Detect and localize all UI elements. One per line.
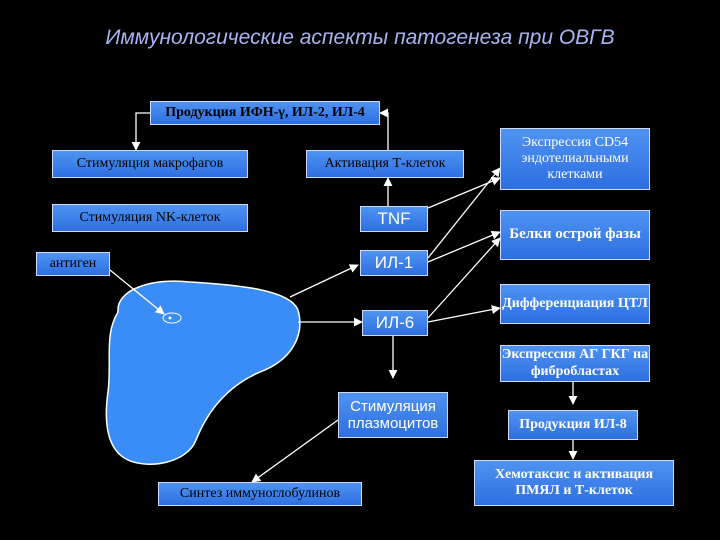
box-tnf: TNF	[360, 206, 428, 232]
box-cd54: Экспрессия CD54 эндотелиальными клетками	[500, 128, 650, 190]
box-il8: Продукция ИЛ-8	[508, 410, 638, 440]
arrow-antigen-liver	[109, 269, 165, 315]
box-macrophage: Стимуляция макрофагов	[52, 150, 248, 178]
box-agkg: Экспрессия АГ ГКГ на фибробластах	[500, 345, 650, 382]
arrow-il1-acute	[427, 230, 501, 263]
arrow-il6-acute	[427, 237, 501, 319]
box-il1: ИЛ-1	[360, 250, 428, 276]
box-il6: ИЛ-6	[362, 310, 428, 336]
box-acute: Белки острой фазы	[500, 210, 650, 260]
arrow-tnf-cd54	[427, 176, 501, 209]
antigen-spot	[162, 312, 182, 324]
arrow-production-macrophage	[131, 112, 150, 151]
page-title: Иммунологические аспекты патогенеза при …	[105, 26, 615, 49]
box-nk: Стимуляция NK-клеток	[52, 204, 248, 232]
box-production: Продукция ИФН-γ, ИЛ-2, ИЛ-4	[150, 101, 380, 125]
box-ctl: Дифференциация ЦТЛ	[500, 284, 650, 324]
box-chemotaxis: Хемотаксис и активация ПМЯЛ и Т-клеток	[474, 460, 674, 506]
arrow-tcell-production	[379, 108, 389, 150]
arrow-plasmocyte-immunoglobulin	[251, 419, 339, 483]
box-antigen: антиген	[36, 252, 110, 276]
box-tcell: Активация Т-клеток	[306, 150, 464, 178]
arrow-liver-il1	[289, 264, 359, 298]
box-plasmocyte: Стимуляция плазмоцитов	[338, 392, 448, 438]
box-immunoglobulin: Синтез иммуноглобулинов	[158, 482, 362, 506]
liver-shape	[105, 280, 301, 465]
arrow-il6-ctl	[427, 305, 501, 323]
arrow-il1-cd54	[427, 167, 501, 259]
